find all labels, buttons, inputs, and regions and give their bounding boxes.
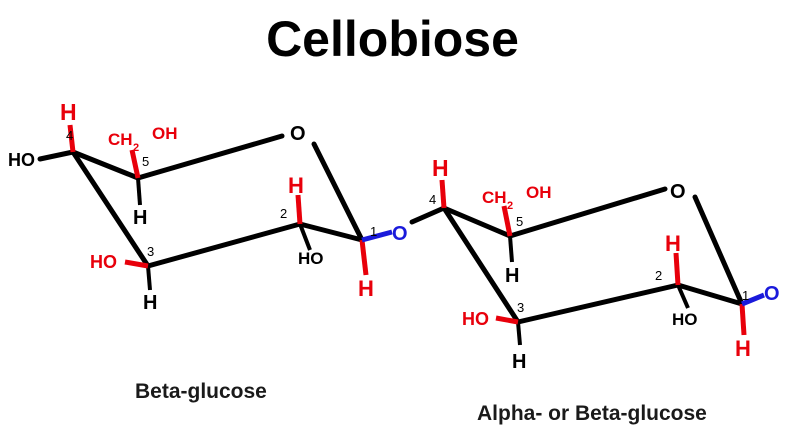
left-h-atom: H [288, 173, 304, 198]
left-glucose-ring: H HO 4 CH 2 OH 5 H O 2 H HO 3 HO H 1 H O [8, 99, 408, 314]
right-anomeric-o-bond [741, 292, 765, 307]
left-oh-group: OH [152, 124, 178, 143]
right-ring-oxygen: O [670, 181, 686, 203]
right-ring-bonds [409, 186, 745, 325]
right-glucose-ring: H 4 CH 2 OH 5 H O 2 H HO 3 HO H 1 H O [409, 155, 780, 373]
left-ho-group: HO [298, 249, 324, 268]
right-ch-group: CH [482, 188, 507, 207]
right-carbon-number: 2 [655, 268, 662, 283]
glycosidic-oxygen: O [392, 223, 408, 245]
left-ring-red-bonds [67, 124, 369, 276]
right-h-atom: H [735, 336, 751, 361]
left-carbon-number: 2 [280, 206, 287, 221]
left-ring-bonds [37, 133, 365, 269]
right-ho-group: HO [462, 309, 489, 329]
left-ring-caption: Beta-glucose [135, 380, 267, 403]
right-carbon-number: 3 [517, 300, 524, 315]
right-carbon-number: 1 [742, 288, 749, 303]
left-ch-group: CH [108, 130, 133, 149]
left-ring-stubs [136, 177, 312, 291]
right-carbon-number: 4 [429, 192, 436, 207]
right-ring-caption: Alpha- or Beta-glucose [477, 402, 707, 425]
right-ring-stubs [508, 235, 690, 346]
page-title: Cellobiose [266, 11, 519, 67]
right-subscript: 2 [507, 200, 513, 212]
left-ho-group: HO [8, 150, 35, 170]
right-h-atom: H [512, 351, 526, 373]
left-subscript: 2 [133, 142, 139, 154]
right-h-atom: H [505, 265, 519, 287]
left-h-atom: H [133, 207, 147, 229]
left-h-atom: H [60, 99, 77, 125]
right-h-atom: H [432, 155, 449, 181]
left-h-atom: H [143, 292, 157, 314]
right-ring-red-bonds [439, 179, 747, 336]
left-ho-group: HO [90, 252, 117, 272]
right-carbon-number: 5 [516, 214, 523, 229]
right-h-atom: H [665, 231, 681, 256]
left-carbon-number: 4 [66, 128, 73, 143]
left-h-atom: H [358, 276, 374, 301]
right-anomeric-oxygen: O [764, 283, 780, 305]
left-ring-oxygen: O [290, 123, 306, 145]
right-ho-group: HO [672, 310, 698, 329]
right-oh-group: OH [526, 183, 552, 202]
left-carbon-number: 3 [147, 244, 154, 259]
left-carbon-number: 1 [370, 224, 377, 239]
left-glycosidic-bond [361, 229, 393, 243]
left-carbon-number: 5 [142, 154, 149, 169]
